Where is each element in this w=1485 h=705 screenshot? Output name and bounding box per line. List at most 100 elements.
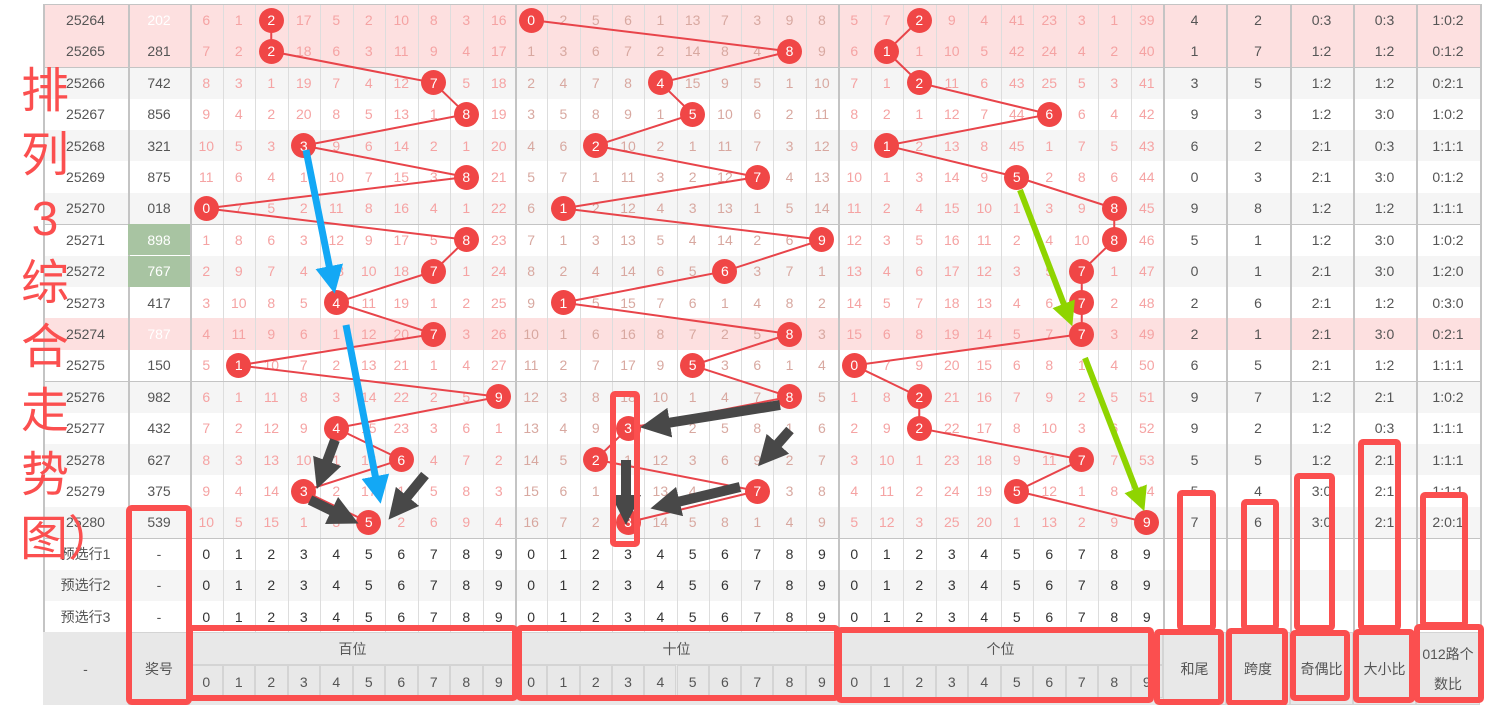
preselect-digit-ge[interactable]: 8 xyxy=(1110,545,1119,562)
preselect-digit-shi[interactable]: 7 xyxy=(753,545,762,562)
preselect-digit-ge[interactable]: 6 xyxy=(1045,608,1054,625)
preselect-digit-ge[interactable]: 4 xyxy=(980,577,989,594)
preselect-digit-shi[interactable]: 1 xyxy=(559,577,568,594)
preselect-digit-bai[interactable]: 6 xyxy=(397,577,406,594)
preselect-digit-ge[interactable]: 5 xyxy=(1012,577,1021,594)
preselect-digit-shi[interactable]: 0 xyxy=(527,577,536,594)
preselect-digit-shi[interactable]: 6 xyxy=(721,577,729,594)
preselect-digit-shi[interactable]: 4 xyxy=(656,545,665,562)
preselect-digit-shi[interactable]: 2 xyxy=(591,577,600,594)
miss-count-bai: 7 xyxy=(267,263,276,280)
preselect-digit-bai[interactable]: 5 xyxy=(364,545,373,562)
preselect-digit-bai[interactable]: 8 xyxy=(462,577,471,594)
preselect-digit-shi[interactable]: 3 xyxy=(624,577,632,594)
preselect-digit-shi[interactable]: 9 xyxy=(817,608,826,625)
preselect-digit-bai[interactable]: 4 xyxy=(332,545,341,562)
miss-count-bai: 16 xyxy=(490,11,507,28)
preselect-digit-ge[interactable]: 6 xyxy=(1045,577,1054,594)
preselect-digit-bai[interactable]: 7 xyxy=(429,545,438,562)
preselect-digit-bai[interactable]: 0 xyxy=(202,608,211,625)
preselect-digit-bai[interactable]: 9 xyxy=(494,577,503,594)
preselect-digit-ge[interactable]: 2 xyxy=(915,608,924,625)
prize-number-cell: 767 xyxy=(128,255,190,287)
preselect-digit-bai[interactable]: 2 xyxy=(267,577,276,594)
preselect-digit-bai[interactable]: 5 xyxy=(364,577,373,594)
preselect-digit-shi[interactable]: 6 xyxy=(721,545,729,562)
preselect-digit-shi[interactable]: 5 xyxy=(688,608,697,625)
preselect-digit-bai[interactable]: 0 xyxy=(202,545,211,562)
preselect-digit-ge[interactable]: 3 xyxy=(947,577,956,594)
preselect-digit-shi[interactable]: 7 xyxy=(753,577,762,594)
preselect-digit-ge[interactable]: 8 xyxy=(1110,577,1119,594)
preselect-digit-bai[interactable]: 4 xyxy=(332,608,341,625)
preselect-digit-shi[interactable]: 9 xyxy=(817,577,826,594)
preselect-digit-bai[interactable]: 6 xyxy=(397,545,406,562)
preselect-digit-ge[interactable]: 5 xyxy=(1012,608,1021,625)
preselect-digit-ge[interactable]: 0 xyxy=(850,577,859,594)
preselect-digit-ge[interactable]: 3 xyxy=(947,608,956,625)
preselect-digit-bai[interactable]: 1 xyxy=(234,608,243,625)
preselect-digit-ge[interactable]: 7 xyxy=(1077,577,1086,594)
preselect-digit-shi[interactable]: 6 xyxy=(721,608,729,625)
miss-count-bai: 12 xyxy=(393,74,410,91)
preselect-digit-bai[interactable]: 3 xyxy=(299,545,308,562)
preselect-digit-bai[interactable]: 7 xyxy=(429,608,438,625)
preselect-digit-shi[interactable]: 4 xyxy=(656,577,665,594)
preselect-digit-shi[interactable]: 3 xyxy=(624,608,632,625)
preselect-digit-shi[interactable]: 8 xyxy=(785,545,794,562)
preselect-digit-ge[interactable]: 0 xyxy=(850,608,859,625)
preselect-digit-shi[interactable]: 7 xyxy=(753,608,762,625)
miss-count-shi: 3 xyxy=(527,106,536,123)
preselect-digit-bai[interactable]: 6 xyxy=(397,608,406,625)
miss-count-bai: 11 xyxy=(231,325,247,342)
preselect-digit-ge[interactable]: 7 xyxy=(1077,608,1086,625)
preselect-digit-ge[interactable]: 9 xyxy=(1142,608,1151,625)
miss-count-shi: 5 xyxy=(656,231,665,248)
preselect-digit-shi[interactable]: 8 xyxy=(785,608,794,625)
preselect-digit-ge[interactable]: 5 xyxy=(1012,545,1021,562)
preselect-digit-shi[interactable]: 0 xyxy=(527,608,536,625)
preselect-digit-shi[interactable]: 5 xyxy=(688,577,697,594)
preselect-digit-shi[interactable]: 2 xyxy=(591,545,600,562)
miss-count-shi: 1 xyxy=(559,325,568,342)
preselect-digit-ge[interactable]: 4 xyxy=(980,608,989,625)
preselect-digit-bai[interactable]: 8 xyxy=(462,608,471,625)
preselect-digit-shi[interactable]: 4 xyxy=(656,608,665,625)
preselect-digit-bai[interactable]: 7 xyxy=(429,577,438,594)
preselect-digit-ge[interactable]: 1 xyxy=(882,545,891,562)
column-divider xyxy=(417,4,419,632)
preselect-digit-ge[interactable]: 2 xyxy=(915,545,924,562)
preselect-digit-ge[interactable]: 6 xyxy=(1045,545,1054,562)
preselect-digit-bai[interactable]: 9 xyxy=(494,608,503,625)
preselect-digit-bai[interactable]: 3 xyxy=(299,608,308,625)
preselect-digit-bai[interactable]: 0 xyxy=(202,577,211,594)
preselect-digit-ge[interactable]: 7 xyxy=(1077,545,1086,562)
preselect-digit-shi[interactable]: 3 xyxy=(624,545,632,562)
preselect-digit-ge[interactable]: 1 xyxy=(882,608,891,625)
preselect-digit-bai[interactable]: 2 xyxy=(267,608,276,625)
preselect-digit-ge[interactable]: 9 xyxy=(1142,545,1151,562)
preselect-digit-bai[interactable]: 3 xyxy=(299,577,308,594)
preselect-digit-ge[interactable]: 0 xyxy=(850,545,859,562)
preselect-digit-ge[interactable]: 4 xyxy=(980,545,989,562)
preselect-digit-shi[interactable]: 8 xyxy=(785,577,794,594)
preselect-digit-ge[interactable]: 8 xyxy=(1110,608,1119,625)
preselect-digit-bai[interactable]: 8 xyxy=(462,545,471,562)
preselect-digit-shi[interactable]: 0 xyxy=(527,545,536,562)
preselect-digit-shi[interactable]: 5 xyxy=(688,545,697,562)
preselect-digit-bai[interactable]: 9 xyxy=(494,545,503,562)
preselect-digit-shi[interactable]: 1 xyxy=(559,545,568,562)
preselect-digit-shi[interactable]: 9 xyxy=(817,545,826,562)
preselect-digit-ge[interactable]: 3 xyxy=(947,545,956,562)
preselect-digit-bai[interactable]: 1 xyxy=(234,577,243,594)
preselect-digit-shi[interactable]: 2 xyxy=(591,608,600,625)
preselect-digit-ge[interactable]: 2 xyxy=(915,577,924,594)
preselect-digit-bai[interactable]: 1 xyxy=(234,545,243,562)
preselect-digit-shi[interactable]: 1 xyxy=(559,608,568,625)
preselect-digit-ge[interactable]: 9 xyxy=(1142,577,1151,594)
preselect-digit-ge[interactable]: 1 xyxy=(882,577,891,594)
preselect-digit-bai[interactable]: 4 xyxy=(332,577,341,594)
preselect-digit-bai[interactable]: 2 xyxy=(267,545,276,562)
preselect-digit-bai[interactable]: 5 xyxy=(364,608,373,625)
miss-count-shi: 16 xyxy=(523,514,539,531)
